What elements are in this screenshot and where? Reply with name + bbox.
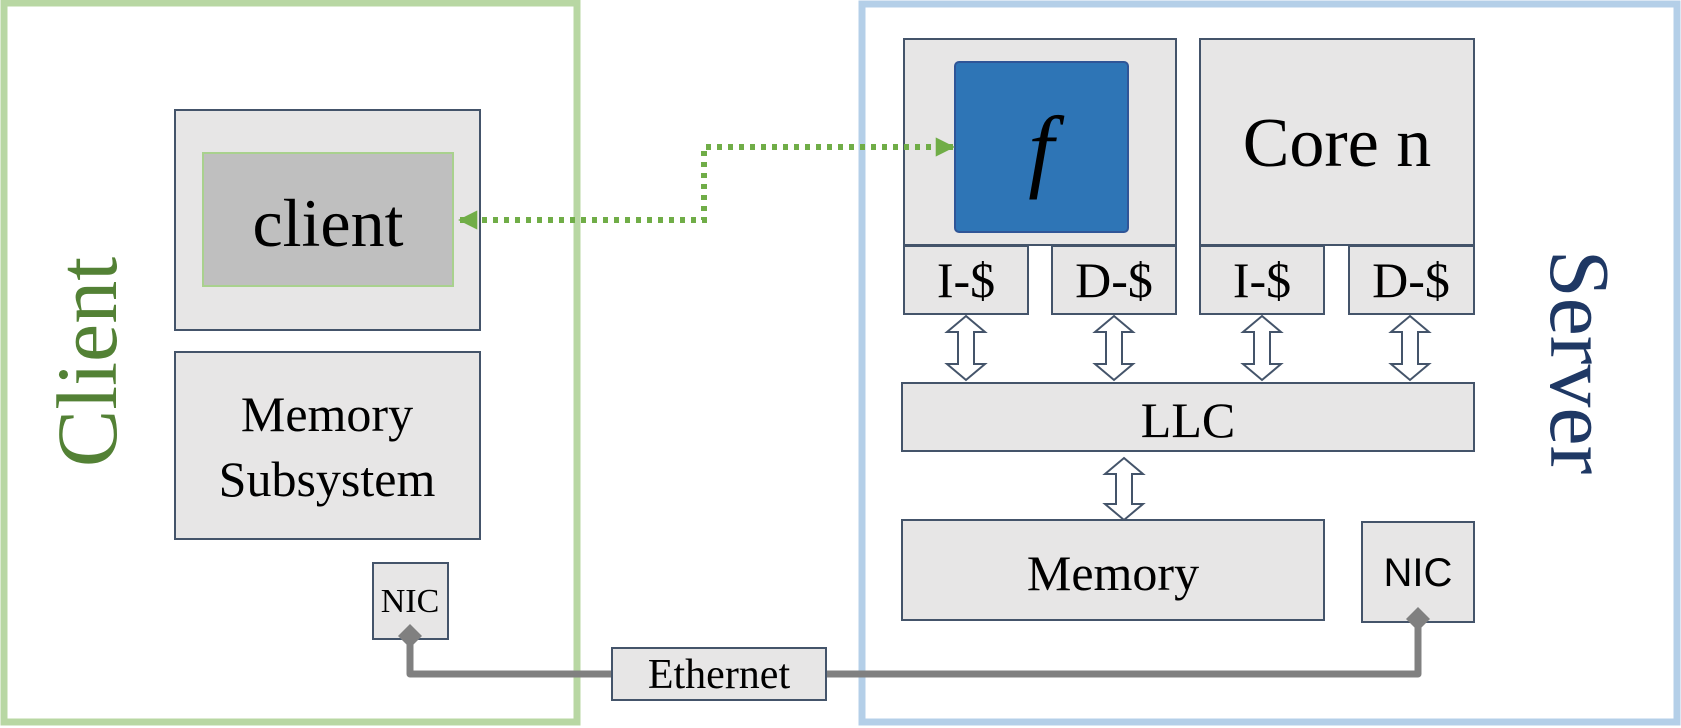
llc-label: LLC [1141,392,1235,448]
llc-box [901,382,1475,452]
client-panel-label: Client [39,257,135,467]
client-function-link-arrow [458,137,955,230]
server-panel-frame [858,0,1681,726]
client-process-label: client [252,185,403,261]
server-nic-box [1361,521,1475,623]
ethernet-label: Ethernet [648,652,791,698]
server-core-n-box [1199,38,1475,246]
core-0-dcache-llc-arrow-icon [1092,314,1136,382]
core-n-icache-llc-arrow-icon [1240,314,1284,382]
cache-to-llc-arrows [944,314,1432,382]
core-n-dcache-llc-arrow-icon [1388,314,1432,382]
core-n-dcache-label: D-$ [1372,252,1450,308]
client-process-box[interactable] [202,152,454,287]
core-0-icache-llc-arrow-icon [944,314,988,382]
server-nic-label: NIC [1384,551,1453,595]
ethernet-label-box [611,647,827,701]
server-memory-label: Memory [1027,545,1199,601]
server-nic-connector-icon [1406,607,1430,631]
core-n-dcache-box [1348,245,1475,315]
client-panel-frame [0,0,581,726]
server-memory-box [901,519,1325,621]
llc-memory-arrow-icon [1102,456,1146,522]
core-0-dcache-label: D-$ [1075,252,1153,308]
client-nic-label: NIC [381,583,440,620]
function-box[interactable] [954,61,1129,233]
core-n-label: Core n [1243,105,1432,182]
core-n-icache-box [1199,245,1325,315]
client-nic-connector-icon [398,624,422,648]
ethernet-line [406,619,1422,678]
core-0-icache-box [903,245,1029,315]
client-memory-subsystem-box [174,351,481,540]
client-memory-label-line1: Memory [241,386,413,442]
client-memory-label-line2: Subsystem [219,451,436,507]
core-0-dcache-box [1051,245,1177,315]
core-n-icache-label: I-$ [1233,252,1291,308]
llc-to-memory-arrow [1102,456,1146,522]
core-0-icache-label: I-$ [937,252,995,308]
server-panel-label: Server [1532,250,1628,474]
